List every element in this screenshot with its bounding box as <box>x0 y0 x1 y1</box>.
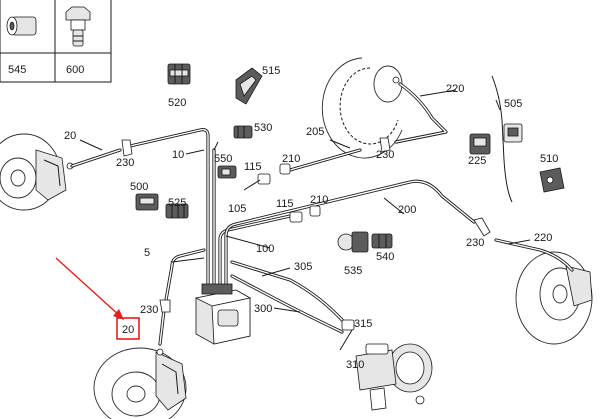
label-230-rear-left: 230 <box>140 304 158 316</box>
union-115-lower-icon <box>289 211 303 223</box>
sensor-505-icon <box>503 123 523 143</box>
label-210-upper: 210 <box>282 153 300 165</box>
label-525: 525 <box>168 197 186 209</box>
electrical-components <box>135 63 565 253</box>
sensor-225-icon <box>469 133 491 155</box>
label-210-lower: 210 <box>310 194 328 206</box>
label-315: 315 <box>354 318 372 330</box>
union-210-lower-icon <box>309 205 321 217</box>
union-315-icon <box>341 319 355 331</box>
front-left-brake-disc-icon <box>0 133 74 211</box>
label-230-front-left: 230 <box>116 157 134 169</box>
label-220-top: 220 <box>446 83 464 95</box>
label-115-upper: 115 <box>244 161 262 173</box>
label-500: 500 <box>130 181 148 193</box>
relay-515-icon <box>235 67 263 105</box>
label-300: 300 <box>254 303 272 315</box>
label-220-bottom: 220 <box>534 232 552 244</box>
legend-box <box>0 0 112 83</box>
highlight-callout <box>55 257 140 340</box>
clip-230-front-left-icon <box>121 139 133 157</box>
label-305: 305 <box>294 261 312 273</box>
union-210-upper-icon <box>279 163 291 175</box>
label-600: 600 <box>66 64 84 76</box>
sleeve-545-icon <box>6 16 37 36</box>
label-535: 535 <box>344 265 362 277</box>
clip-230-upper-icon <box>379 137 391 153</box>
label-105: 105 <box>228 203 246 215</box>
label-20-top: 20 <box>64 130 76 142</box>
connector-530-icon <box>233 125 253 139</box>
callout-arrow-line <box>55 257 121 317</box>
abs-hydraulic-unit-icon <box>194 283 252 345</box>
label-10: 10 <box>172 149 184 161</box>
label-205: 205 <box>306 126 324 138</box>
label-550: 550 <box>214 153 232 165</box>
rear-right-brake-disc-icon <box>515 251 593 345</box>
brake-pipes <box>70 75 574 346</box>
label-540: 540 <box>376 251 394 263</box>
leader-lines <box>79 89 531 351</box>
sensor-510-icon <box>539 167 565 193</box>
highlight-box <box>116 317 140 340</box>
nut-fitting-600-icon <box>65 6 91 47</box>
label-200: 200 <box>398 204 416 216</box>
connector-500-icon <box>135 193 159 211</box>
label-515: 515 <box>262 65 280 77</box>
label-230-rear-right: 230 <box>466 237 484 249</box>
connector-550-icon <box>217 165 237 179</box>
brake-booster-icon <box>355 343 433 411</box>
part-labels: 545 600 520 515 530 220 505 20 230 10 20… <box>8 64 558 371</box>
label-505: 505 <box>504 98 522 110</box>
pipe-clips <box>121 137 491 331</box>
label-230-upper: 230 <box>376 149 394 161</box>
rear-left-brake-disc-icon <box>93 347 187 419</box>
label-20-highlighted: 20 <box>122 324 134 336</box>
connector-525-icon <box>165 203 189 219</box>
front-right-brake-disc-icon <box>321 57 403 159</box>
connector-520-icon <box>167 63 191 85</box>
label-530: 530 <box>254 122 272 134</box>
label-115-lower: 115 <box>276 198 294 210</box>
label-545: 545 <box>8 64 26 76</box>
clip-230-rear-left-icon <box>159 299 171 313</box>
connector-540-icon <box>371 233 393 249</box>
union-105-icon <box>257 173 271 185</box>
clip-230-rear-right-icon <box>473 217 491 237</box>
label-100: 100 <box>256 243 274 255</box>
label-510: 510 <box>540 153 558 165</box>
label-225: 225 <box>468 155 486 167</box>
label-5: 5 <box>144 247 150 259</box>
label-520: 520 <box>168 97 186 109</box>
label-310: 310 <box>346 359 364 371</box>
sensor-535-icon <box>337 231 369 253</box>
